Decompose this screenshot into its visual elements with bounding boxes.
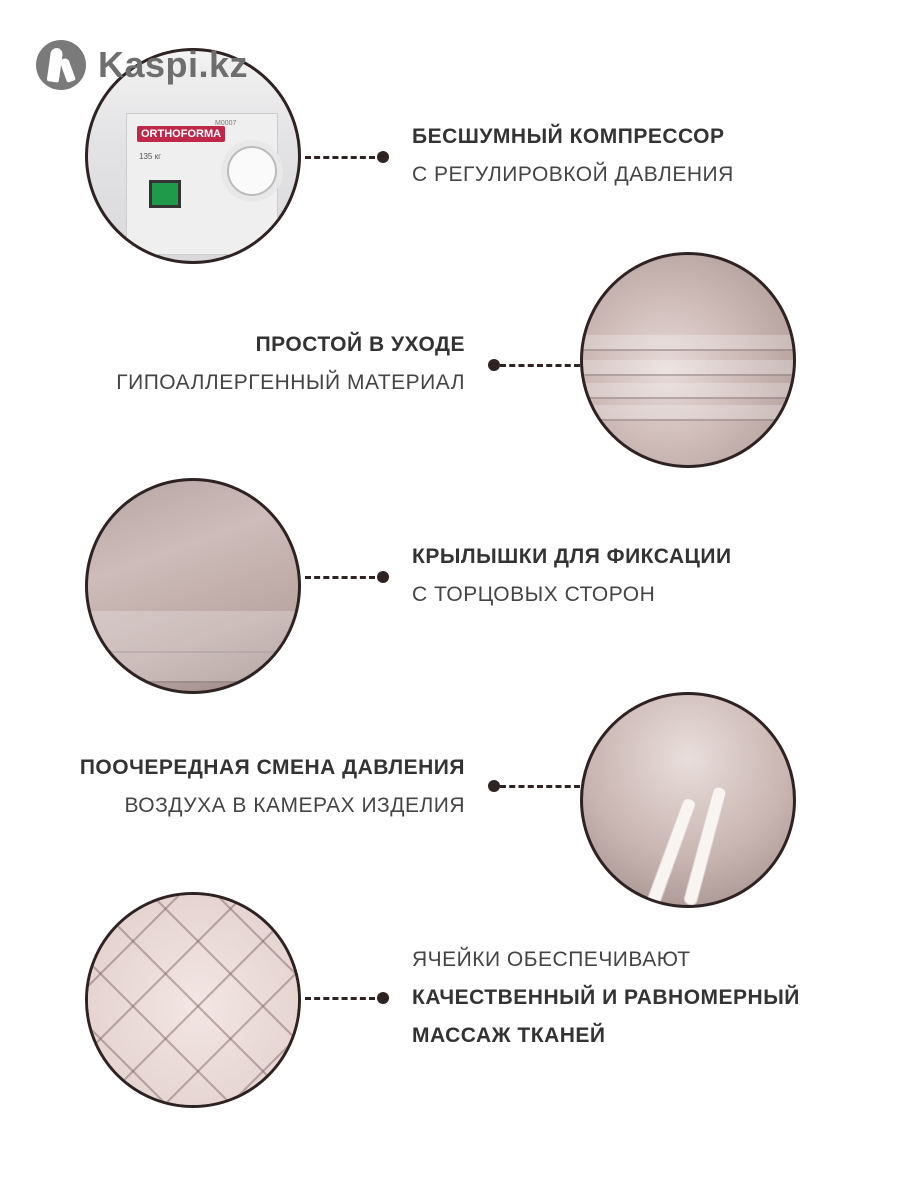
compressor-brand: ORTHOFORMA [137,126,226,142]
pressure-knob-icon [227,146,277,196]
compressor-panel: ORTHOFORMA M0007 135 кг [126,113,278,255]
feature-3-text: КРЫЛЫШКИ ДЛЯ ФИКСАЦИИ С ТОРЦОВЫХ СТОРОН [412,538,732,614]
feature-3-title: КРЫЛЫШКИ ДЛЯ ФИКСАЦИИ [412,545,732,568]
feature-2-subtitle: ГИПОАЛЛЕРГЕННЫЙ МАТЕРИАЛ [116,371,465,394]
connector-line [305,997,375,1000]
quilted-cells [88,895,298,1105]
logo-text: Kaspi.kz [98,44,249,85]
connector-dot [488,780,500,792]
feature-4-title: ПООЧЕРЕДНАЯ СМЕНА ДАВЛЕНИЯ [79,756,465,779]
feature-4-subtitle: ВОЗДУХА В КАМЕРАХ ИЗДЕЛИЯ [124,794,465,817]
connector-line [500,364,580,367]
connector-dot [377,151,389,163]
mattress-flap-photo [85,478,301,694]
connector-line [305,576,375,579]
compressor-photo: ORTHOFORMA M0007 135 кг [85,48,301,264]
feature-4-text: ПООЧЕРЕДНАЯ СМЕНА ДАВЛЕНИЯ ВОЗДУХА В КАМ… [80,749,465,825]
fabric-fold [88,651,298,683]
fabric-fold [583,383,793,399]
air-tube-photo [580,692,796,908]
fabric-fold [583,335,793,351]
fabric-fold [88,611,298,653]
kaspi-logo: Kaspi.kz [36,40,248,90]
air-cells-photo [85,892,301,1108]
connector-dot [377,992,389,1004]
feature-1-text: БЕСШУМНЫЙ КОМПРЕССОР С РЕГУЛИРОВКОЙ ДАВЛ… [412,118,734,194]
connector-line [500,785,580,788]
feature-3-subtitle: С ТОРЦОВЫХ СТОРОН [412,583,656,606]
feature-5-text: ЯЧЕЙКИ ОБЕСПЕЧИВАЮТ КАЧЕСТВЕННЫЙ И РАВНО… [412,941,800,1055]
feature-2-title: ПРОСТОЙ В УХОДЕ [255,333,465,356]
kaspi-logo-icon [36,40,86,90]
feature-5-intro: ЯЧЕЙКИ ОБЕСПЕЧИВАЮТ [412,948,691,971]
power-switch-icon [149,180,181,208]
compressor-model: M0007 [215,120,237,127]
feature-1-subtitle: С РЕГУЛИРОВКОЙ ДАВЛЕНИЯ [412,163,734,186]
fabric-fold [583,360,793,376]
connector-dot [488,359,500,371]
connector-line [305,156,375,159]
folded-fabric-photo [580,252,796,468]
feature-5-title-2: МАССАЖ ТКАНЕЙ [412,1024,606,1047]
feature-1-title: БЕСШУМНЫЙ КОМПРЕССОР [412,125,725,148]
feature-5-title: КАЧЕСТВЕННЫЙ И РАВНОМЕРНЫЙ [412,986,800,1009]
feature-2-text: ПРОСТОЙ В УХОДЕ ГИПОАЛЛЕРГЕННЫЙ МАТЕРИАЛ [116,326,465,402]
connector-dot [377,571,389,583]
fabric-fold [583,405,793,421]
compressor-weight: 135 кг [139,152,161,161]
